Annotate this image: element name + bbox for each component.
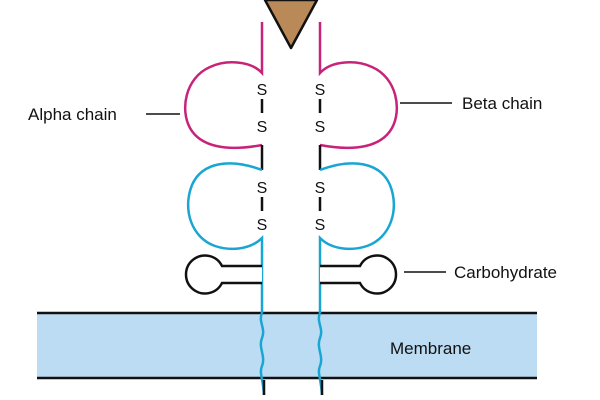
beta-upper-domain xyxy=(318,22,399,150)
antigen-triangle xyxy=(263,0,319,50)
disulfide-s-alpha-3: S xyxy=(257,180,268,197)
membrane-band xyxy=(37,313,537,378)
disulfide-bonds: S S S S S S S S xyxy=(257,82,326,234)
carbohydrates xyxy=(184,254,398,295)
carbohydrate-right xyxy=(320,254,398,295)
alpha-chain xyxy=(183,22,266,396)
alpha-lower-domain xyxy=(186,162,264,313)
beta-transmembrane-segment xyxy=(317,312,324,396)
membrane-label: Membrane xyxy=(390,339,471,358)
beta-chain-label: Beta chain xyxy=(462,94,542,113)
alpha-upper-domain xyxy=(183,22,264,150)
disulfide-s-alpha-1: S xyxy=(257,82,268,99)
disulfide-s-alpha-2: S xyxy=(257,119,268,136)
disulfide-s-beta-2: S xyxy=(315,119,326,136)
membrane xyxy=(37,311,537,380)
disulfide-s-beta-1: S xyxy=(315,82,326,99)
disulfide-s-beta-3: S xyxy=(315,180,326,197)
beta-chain xyxy=(317,22,399,396)
carbohydrate-left xyxy=(184,254,262,295)
alpha-chain-label: Alpha chain xyxy=(28,105,117,124)
alpha-transmembrane-segment xyxy=(259,312,266,396)
beta-lower-domain xyxy=(318,162,396,313)
disulfide-s-alpha-4: S xyxy=(257,217,268,234)
carbohydrate-label: Carbohydrate xyxy=(454,263,557,282)
disulfide-s-beta-4: S xyxy=(315,217,326,234)
